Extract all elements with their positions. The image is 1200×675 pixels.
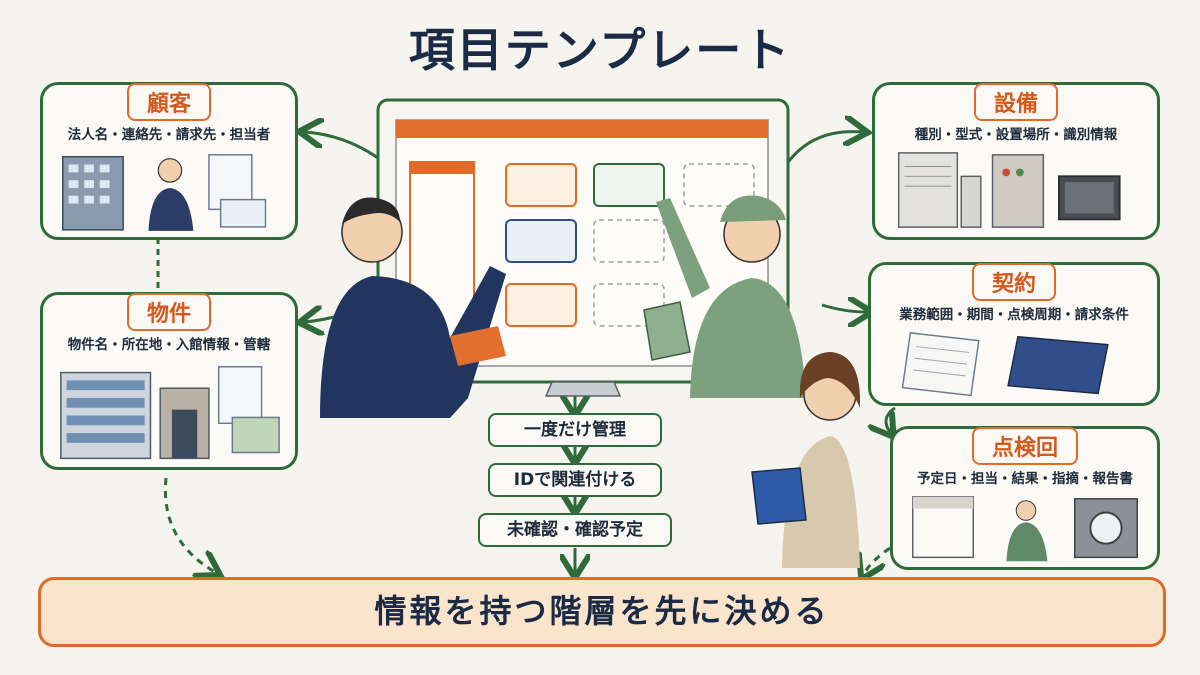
step-unconfirmed: 未確認・確認予定	[478, 513, 672, 547]
conclusion-banner: 情報を持つ階層を先に決める	[38, 577, 1166, 647]
contract-card: 契約 業務範囲・期間・点検周期・請求条件	[868, 262, 1160, 406]
inspection-card-title: 点検回	[971, 427, 1079, 465]
template-monitor-scene	[320, 98, 860, 568]
customer-card: 顧客 法人名・連絡先・請求先・担当者	[40, 82, 298, 240]
calendar-worker-gauge-icon	[912, 496, 1138, 562]
equipment-card-title: 設備	[973, 83, 1059, 121]
property-card-fields: 物件名・所在地・入館情報・管轄	[67, 337, 271, 353]
customer-card-fields: 法人名・連絡先・請求先・担当者	[67, 127, 271, 143]
inspection-card: 点検回 予定日・担当・結果・指摘・報告書	[890, 426, 1160, 570]
contract-card-title: 契約	[971, 263, 1057, 301]
property-card: 物件 物件名・所在地・入館情報・管轄	[40, 292, 298, 470]
page-title: 項目テンプレート	[408, 23, 792, 77]
contract-card-fields: 業務範囲・期間・点検周期・請求条件	[899, 307, 1129, 323]
building-person-icon	[62, 154, 267, 231]
equipment-cabinet-icon	[897, 152, 1121, 228]
equipment-card-fields: 種別・型式・設置場所・識別情報	[914, 127, 1118, 143]
step-manage-once: 一度だけ管理	[488, 413, 662, 447]
inspection-card-fields: 予定日・担当・結果・指摘・報告書	[917, 471, 1133, 487]
office-building-icon	[60, 366, 280, 460]
document-binder-icon	[901, 332, 1109, 397]
property-card-title: 物件	[126, 293, 212, 331]
equipment-card: 設備 種別・型式・設置場所・識別情報	[872, 82, 1160, 240]
step-link-by-id: IDで関連付ける	[488, 463, 662, 497]
customer-card-title: 顧客	[126, 83, 212, 121]
